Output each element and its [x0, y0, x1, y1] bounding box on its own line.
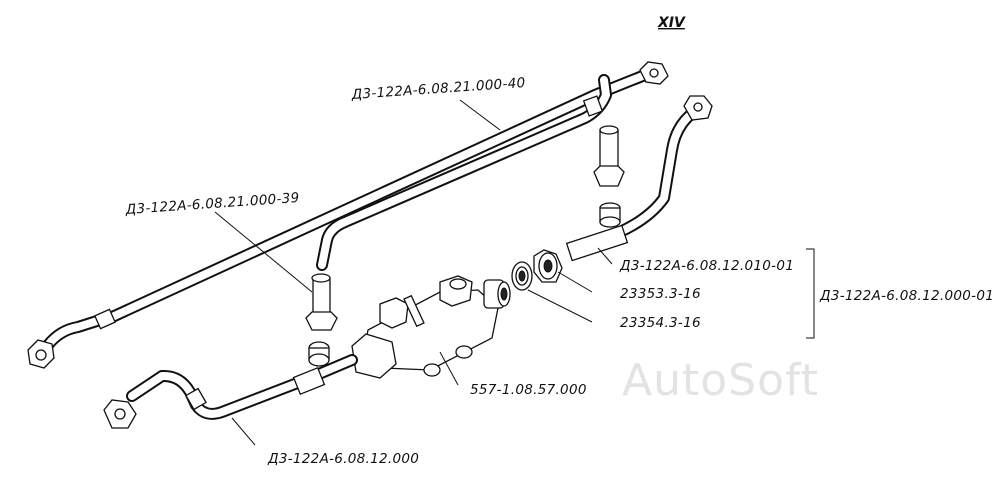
fitting-lower-left: [308, 341, 330, 367]
label-assembly: Д3-122А-6.08.12.000-01: [819, 288, 994, 304]
leader-valve: [439, 351, 459, 386]
leader-upper-long: [459, 99, 501, 131]
label-pipe-upper-long: Д3-122А-6.08.21.000-40: [350, 75, 526, 103]
label-pipe-upper-bent: Д3-122А-6.08.21.000-39: [124, 190, 300, 218]
leader-nut: [557, 271, 593, 293]
leader-ring: [527, 289, 593, 323]
pipe-right-s: [565, 95, 713, 262]
leader-upper-bent: [214, 211, 313, 293]
leader-lower: [231, 417, 256, 446]
watermark: AutoSoft: [622, 355, 819, 406]
assembly-bracket: [806, 248, 815, 339]
nut-part: [533, 249, 563, 283]
label-valve-body: 557-1.08.57.000: [470, 382, 587, 398]
ring-part: [511, 261, 533, 291]
sheet-number: XIV: [657, 15, 686, 31]
label-pipe-lower: Д3-122А-6.08.12.000: [267, 451, 419, 467]
label-ring: 23354.3-16: [620, 315, 701, 331]
pipe-upper-long: [27, 61, 669, 369]
pipe-upper-bent: [305, 74, 625, 331]
valve-body: [351, 275, 511, 379]
leader-connector: [597, 247, 613, 265]
label-nut: 23353.3-16: [620, 286, 701, 302]
label-pipe-connector: Д3-122А-6.08.12.010-01: [619, 258, 794, 274]
pipe-lower: [103, 354, 358, 429]
